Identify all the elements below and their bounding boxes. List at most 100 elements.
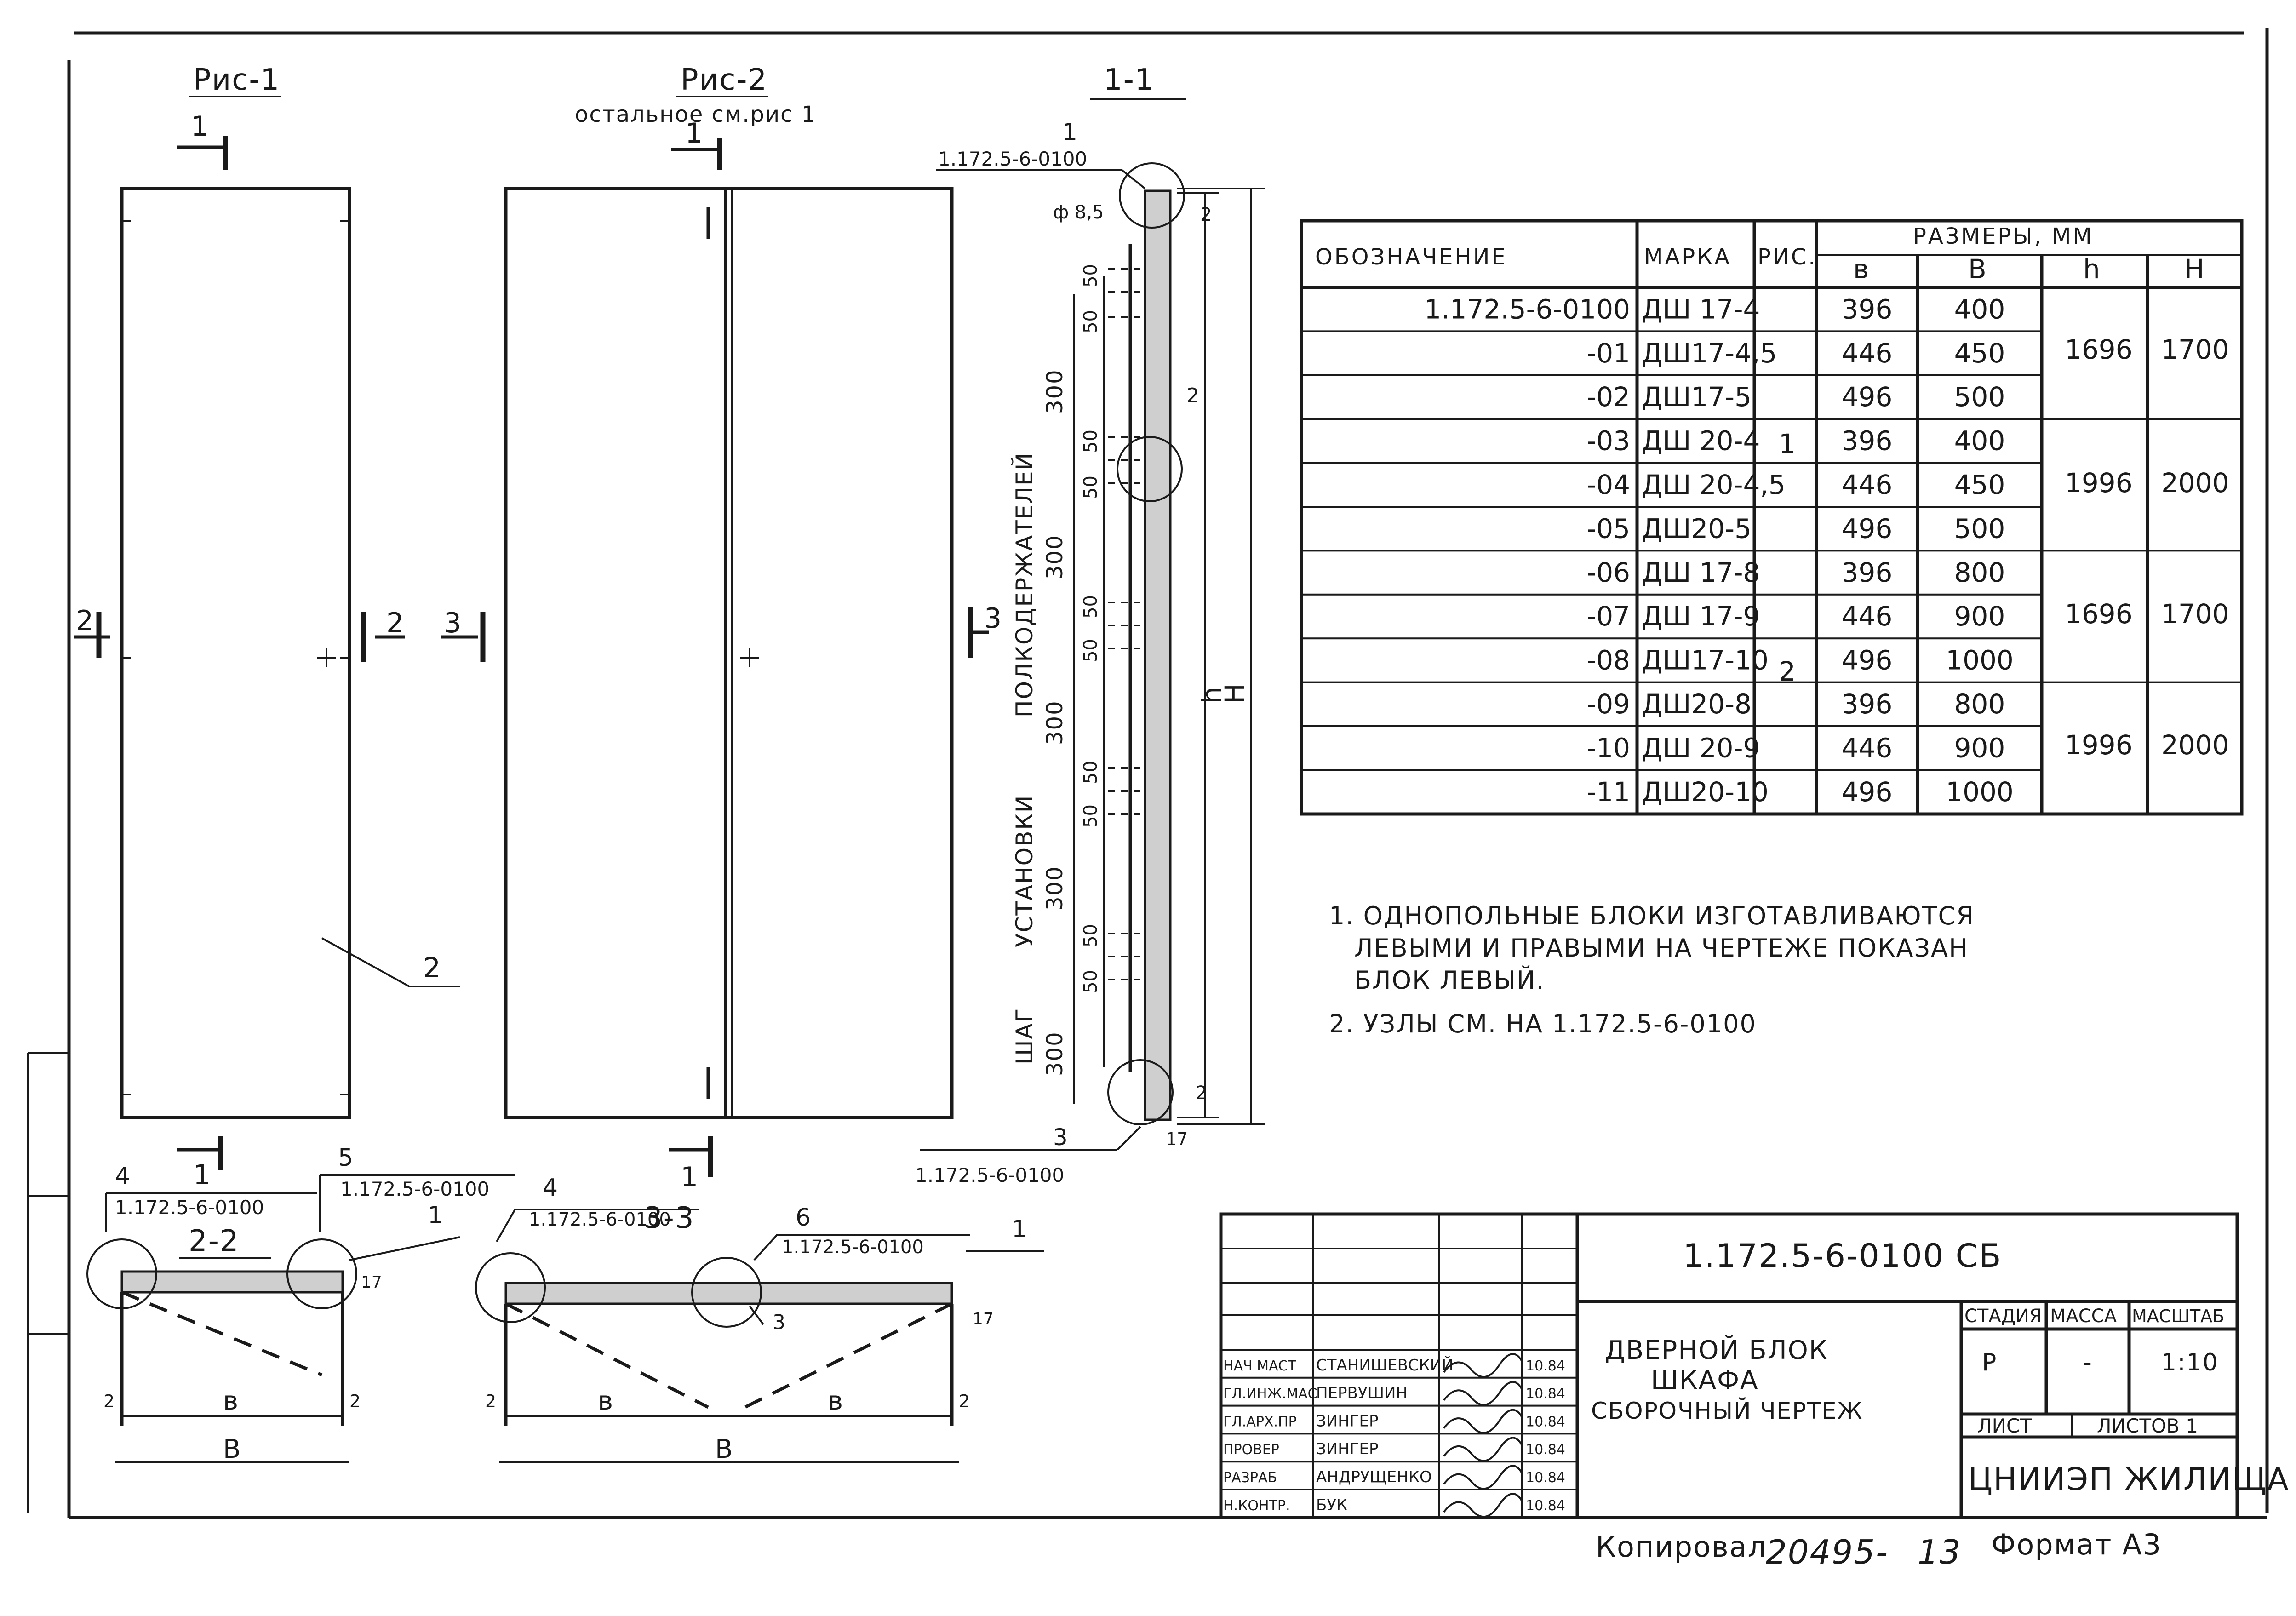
svg-text:в: в (223, 1386, 239, 1416)
vertical-note-install: УСТАНОВКИ (1011, 795, 1038, 947)
table-cell-b: 396 (1842, 425, 1893, 457)
signer-date: 10.84 (1526, 1414, 1565, 1430)
svg-text:МАРКА: МАРКА (1644, 244, 1731, 270)
table-cell-B: 500 (1954, 513, 2005, 544)
svg-text:1696: 1696 (2065, 598, 2133, 630)
svg-text:в: в (1853, 253, 1869, 285)
table-cell-mark: ДШ 20-9 (1642, 732, 1760, 763)
svg-text:МАСШТАБ: МАСШТАБ (2132, 1306, 2224, 1326)
svg-text:1.172.5-6-0100: 1.172.5-6-0100 (115, 1196, 264, 1219)
table-cell-designation: -09 (1586, 688, 1630, 720)
table-cell-b: 446 (1842, 338, 1893, 369)
svg-text:50: 50 (1080, 970, 1101, 993)
svg-text:2: 2 (103, 1391, 115, 1411)
svg-text:50: 50 (1080, 924, 1101, 947)
svg-text:Копировал: Копировал (1596, 1530, 1767, 1564)
svg-text:20495-: 20495- (1766, 1533, 1889, 1571)
signer-date: 10.84 (1526, 1498, 1565, 1514)
svg-text:50: 50 (1080, 476, 1101, 499)
table-cell-B: 1000 (1946, 776, 2014, 808)
fig2-title: Рис-2 (681, 63, 767, 97)
svg-text:6: 6 (796, 1204, 811, 1232)
table-cell-designation: -08 (1586, 645, 1630, 676)
signer-date: 10.84 (1526, 1386, 1565, 1402)
svg-text:3: 3 (773, 1311, 785, 1334)
table-cell-b: 396 (1842, 557, 1893, 588)
table-cell-B: 450 (1954, 469, 2005, 500)
svg-text:4: 4 (115, 1163, 130, 1190)
svg-text:1:10: 1:10 (2161, 1349, 2219, 1376)
svg-text:МАССА: МАССА (2050, 1306, 2117, 1327)
svg-text:ЛИСТ: ЛИСТ (1977, 1415, 2032, 1437)
notes: 1. ОДНОПОЛЬНЫЕ БЛОКИ ИЗГОТАВЛИВАЮТСЯ ЛЕВ… (1329, 901, 1975, 1038)
svg-text:300: 300 (1042, 1031, 1068, 1076)
signer-role: РАЗРАБ (1223, 1470, 1277, 1486)
svg-text:2: 2 (959, 1391, 970, 1411)
signer-name: БУК (1316, 1496, 1347, 1514)
svg-text:Н: Н (2184, 253, 2204, 285)
table-cell-b: 496 (1842, 513, 1893, 544)
svg-text:ОБОЗНАЧЕНИЕ: ОБОЗНАЧЕНИЕ (1315, 244, 1507, 270)
svg-text:в: в (598, 1386, 614, 1416)
svg-text:300: 300 (1042, 700, 1068, 745)
svg-text:в: в (828, 1386, 844, 1416)
svg-text:1: 1 (681, 1161, 699, 1193)
signature-mark (1443, 1437, 1523, 1462)
svg-text:1: 1 (685, 117, 704, 149)
svg-text:1: 1 (1062, 119, 1077, 146)
table-cell-mark: ДШ20-8 (1642, 688, 1752, 720)
svg-text:50: 50 (1080, 595, 1101, 619)
svg-text:1700: 1700 (2161, 334, 2229, 365)
svg-text:1.172.5-6-0100: 1.172.5-6-0100 (915, 1164, 1064, 1186)
door-panel-fig1 (120, 187, 351, 1119)
svg-text:5: 5 (338, 1144, 353, 1172)
table-cell-designation: -04 (1586, 469, 1630, 500)
table-cell-mark: ДШ17-4,5 (1642, 338, 1777, 369)
signer-role: ГЛ.АРХ.ПР (1223, 1414, 1297, 1430)
signer-role: Н.КОНТР. (1223, 1498, 1290, 1514)
table-cell-b: 396 (1842, 293, 1893, 325)
table-cell-designation: -10 (1586, 732, 1630, 763)
svg-text:2: 2 (423, 952, 441, 984)
signer-role: ПРОВЕР (1223, 1442, 1279, 1458)
svg-text:2: 2 (76, 605, 94, 637)
signer-name: АНДРУЩЕНКО (1316, 1468, 1432, 1486)
table-cell-B: 500 (1954, 381, 2005, 413)
table-cell-mark: ДШ 17-9 (1642, 601, 1760, 632)
svg-text:2: 2 (485, 1391, 496, 1411)
table-cell-b: 396 (1842, 688, 1893, 720)
signer-role: НАЧ МАСТ (1223, 1358, 1297, 1374)
table-cell-B: 800 (1954, 688, 2005, 720)
section-2-2: 4 5 1.172.5-6-0100 1.172.5-6-0100 2-2 1 … (86, 1144, 515, 1464)
svg-text:ЛИСТОВ 1: ЛИСТОВ 1 (2097, 1415, 2198, 1437)
fig1-title: Рис-1 (193, 63, 280, 97)
table-cell-B: 1000 (1946, 645, 2014, 676)
svg-text:3: 3 (984, 602, 1002, 635)
svg-text:1.172.5-6-0100: 1.172.5-6-0100 (782, 1237, 924, 1258)
svg-text:1700: 1700 (2161, 598, 2229, 630)
svg-text:2000: 2000 (2161, 729, 2229, 761)
svg-text:50: 50 (1080, 310, 1101, 333)
title-line-1: ДВЕРНОЙ БЛОК (1605, 1335, 1828, 1365)
svg-text:H: H (1219, 682, 1250, 704)
table-cell-mark: ДШ20-10 (1642, 776, 1769, 808)
note-2: 2. УЗЛЫ СМ. НА 1.172.5-6-0100 (1329, 1009, 1757, 1038)
signer-name: ПЕРВУШИН (1316, 1384, 1408, 1403)
note-1-line-2: ЛЕВЫМИ И ПРАВЫМИ НА ЧЕРТЕЖЕ ПОКАЗАН (1354, 934, 1969, 963)
table-cell-designation: -03 (1586, 425, 1630, 457)
svg-text:2: 2 (349, 1391, 361, 1411)
table-cell-B: 800 (1954, 557, 2005, 588)
table-cell-b: 496 (1842, 645, 1893, 676)
signature-mark (1443, 1353, 1523, 1378)
note-1-line-1: 1. ОДНОПОЛЬНЫЕ БЛОКИ ИЗГОТАВЛИВАЮТСЯ (1329, 901, 1975, 930)
